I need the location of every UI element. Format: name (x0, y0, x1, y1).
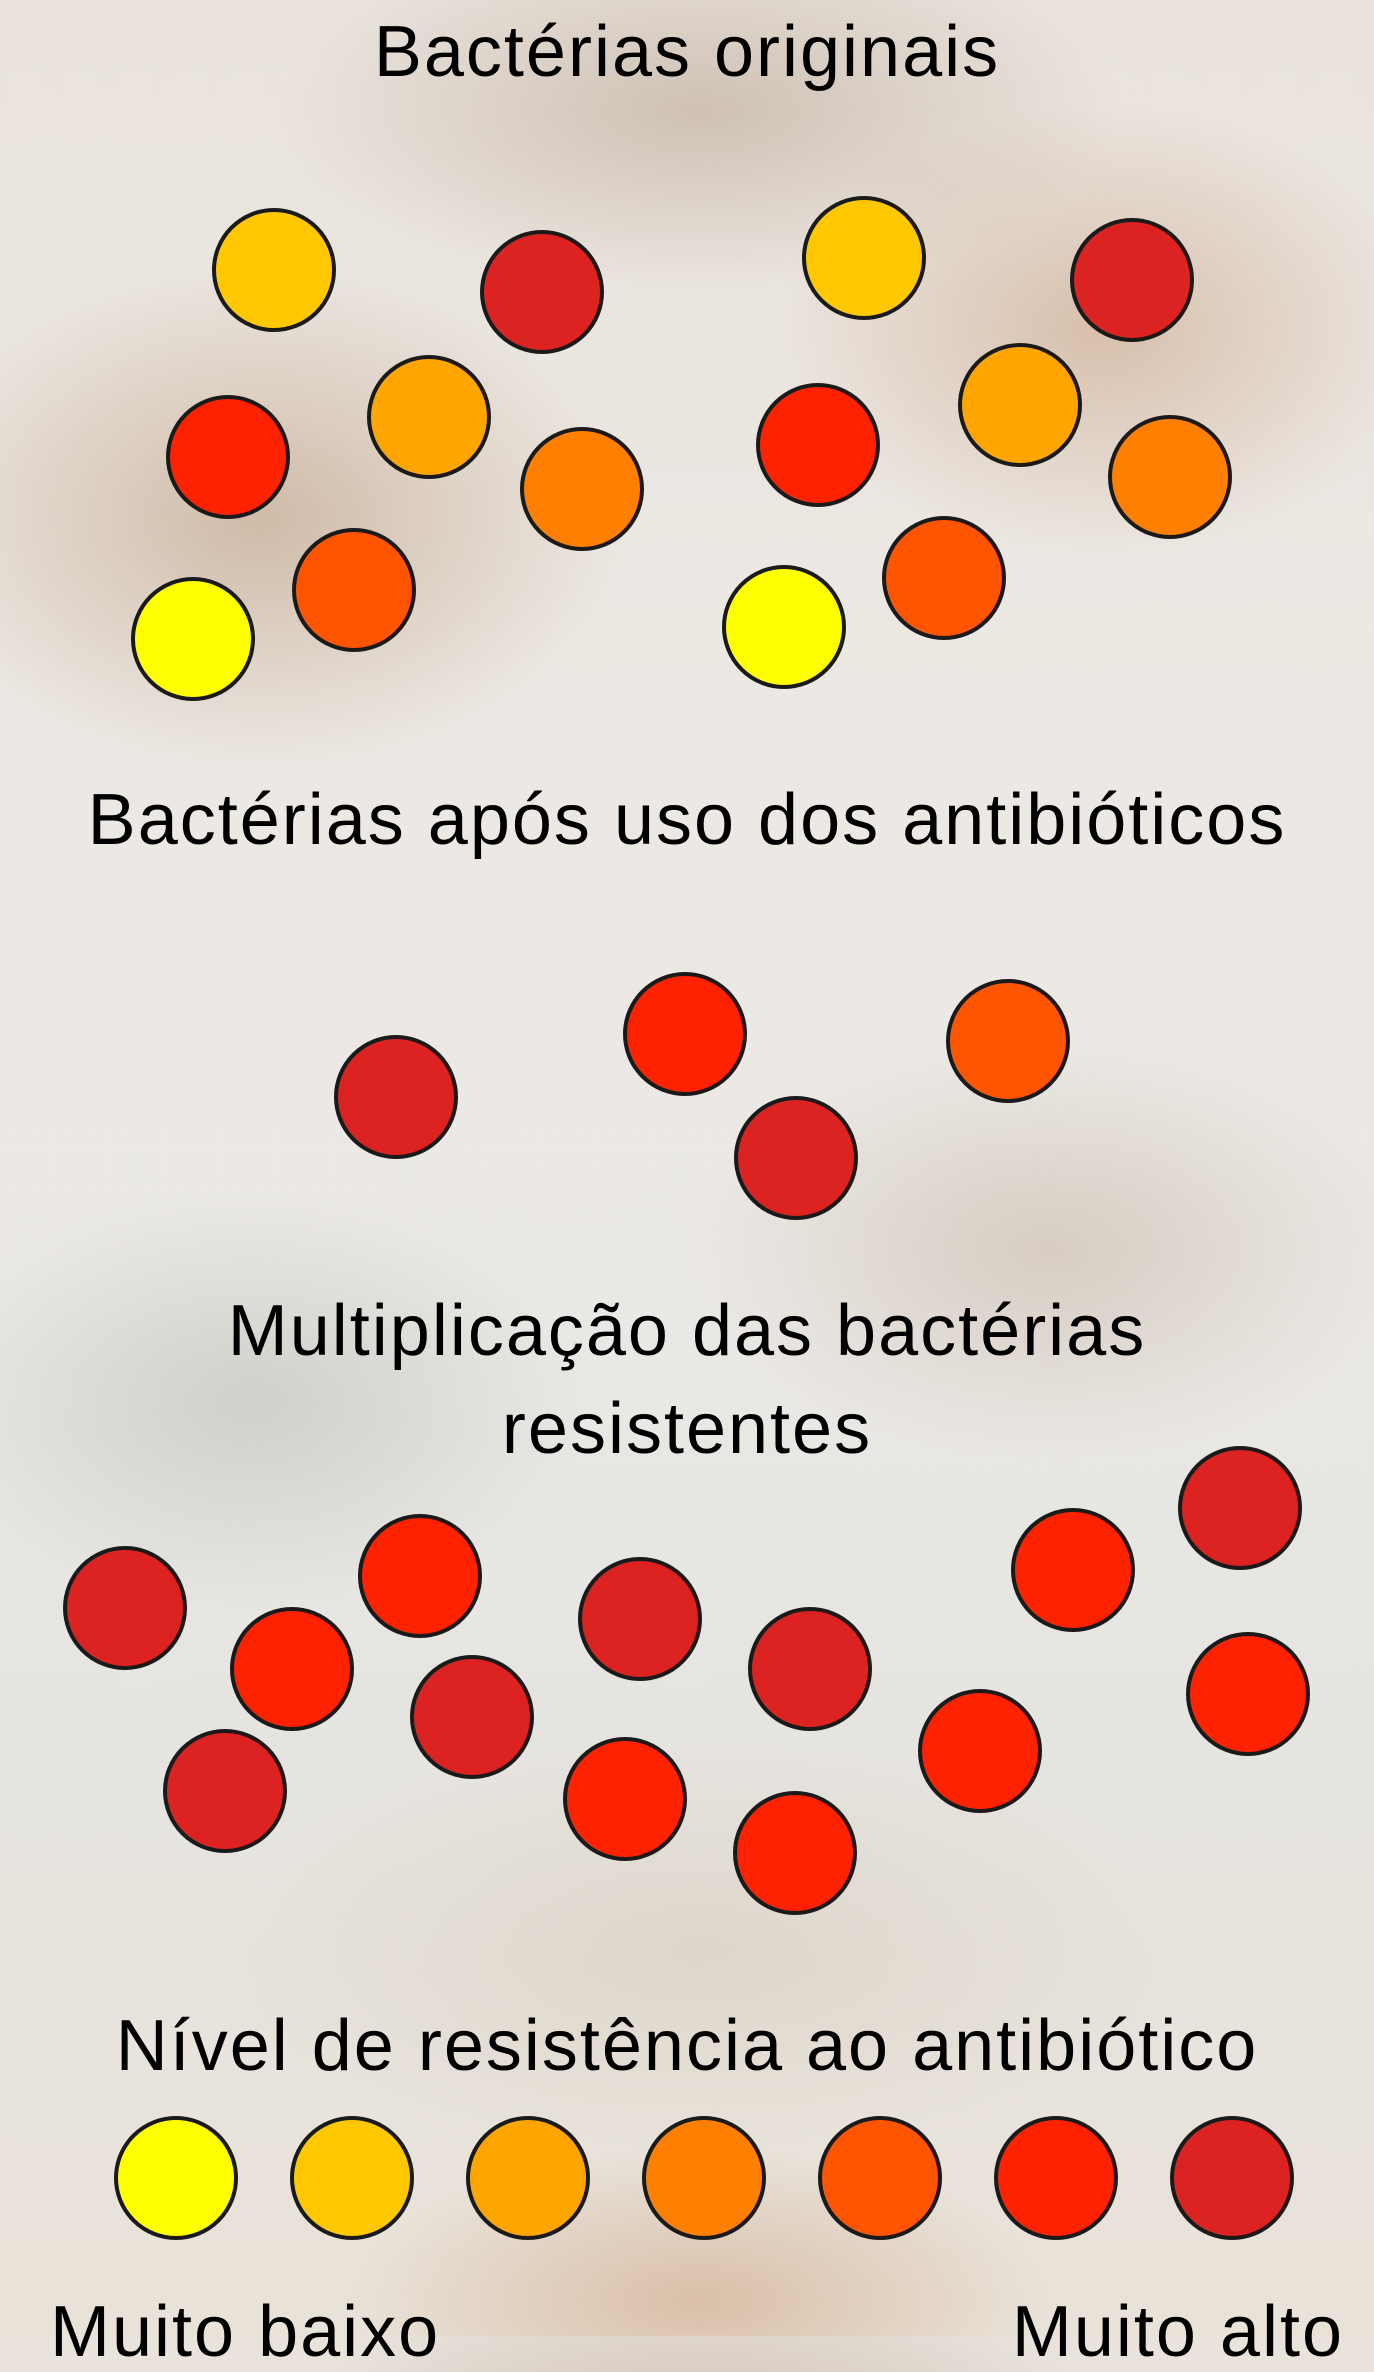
legend-level-2 (290, 2116, 414, 2240)
bacterium-level-3 (958, 343, 1082, 467)
bacterium-level-6 (1186, 1632, 1310, 1756)
legend-low-label: Muito baixo (50, 2292, 441, 2372)
bacterium-level-7 (748, 1607, 872, 1731)
bacterium-level-6 (918, 1689, 1042, 1813)
bacterium-level-6 (563, 1737, 687, 1861)
bacterium-level-5 (946, 979, 1070, 1103)
legend-level-1 (114, 2116, 238, 2240)
bacterium-level-6 (623, 972, 747, 1096)
bacterium-level-7 (410, 1655, 534, 1779)
legend-level-4 (642, 2116, 766, 2240)
legend-level-5 (818, 2116, 942, 2240)
bacterium-level-3 (367, 355, 491, 479)
bacterium-level-1 (722, 565, 846, 689)
bacterium-level-1 (131, 577, 255, 701)
title-multiplication-line1: Multiplicação das bactérias (227, 1291, 1147, 1371)
bacterium-level-2 (802, 196, 926, 320)
title-multiplication: Multiplicação das bactérias resistentes (0, 1282, 1374, 1478)
bacterium-level-5 (292, 528, 416, 652)
legend-title: Nível de resistência ao antibiótico (115, 2006, 1259, 2086)
bacterium-level-4 (1108, 415, 1232, 539)
bacterium-level-6 (358, 1514, 482, 1638)
legend-high-label: Muito alto (1011, 2292, 1344, 2372)
title-original-bacteria: Bactérias originais (373, 12, 1001, 92)
legend-level-3 (466, 2116, 590, 2240)
bacterium-level-7 (734, 1096, 858, 1220)
bacterium-level-2 (212, 208, 336, 332)
title-after-antibiotics: Bactérias após uso dos antibióticos (87, 780, 1287, 860)
bacterium-level-7 (1178, 1446, 1302, 1570)
bacterium-level-7 (480, 230, 604, 354)
bacterium-level-7 (63, 1546, 187, 1670)
bacterium-level-6 (1011, 1508, 1135, 1632)
title-multiplication-line2: resistentes (501, 1389, 873, 1469)
bacterium-level-7 (334, 1035, 458, 1159)
bacterium-level-4 (520, 427, 644, 551)
bacterium-level-5 (882, 516, 1006, 640)
bacterium-level-6 (166, 395, 290, 519)
bacterium-level-7 (1070, 218, 1194, 342)
legend-level-6 (994, 2116, 1118, 2240)
bacterium-level-7 (578, 1557, 702, 1681)
bacterium-level-6 (230, 1607, 354, 1731)
legend-level-7 (1170, 2116, 1294, 2240)
bacterium-level-7 (163, 1729, 287, 1853)
bacterium-level-6 (756, 383, 880, 507)
bacterium-level-6 (733, 1791, 857, 1915)
